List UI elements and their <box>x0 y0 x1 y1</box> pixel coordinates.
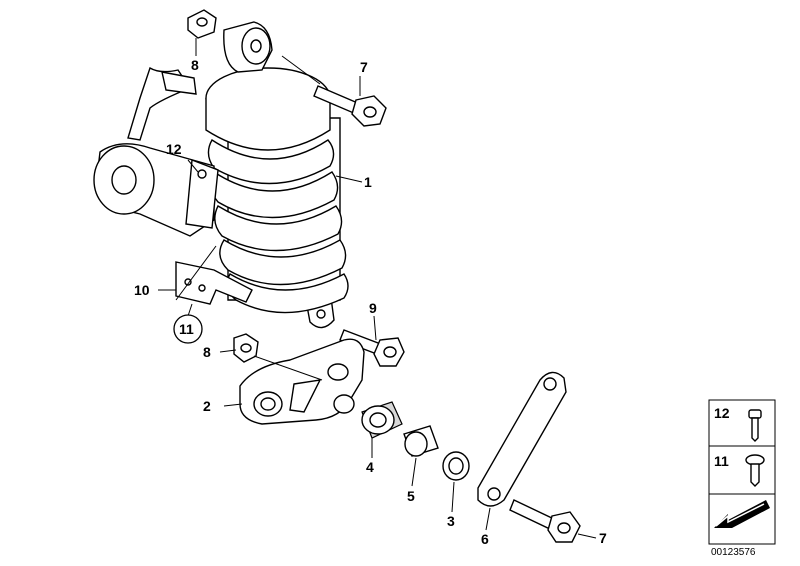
link-rod <box>477 371 567 507</box>
callout-8-top: 8 <box>191 57 199 73</box>
needle-bearing <box>361 401 403 439</box>
callout-7-bottom: 7 <box>599 530 607 546</box>
preload-adjuster <box>93 66 219 237</box>
callout-6: 6 <box>481 531 489 547</box>
callout-5: 5 <box>407 488 415 504</box>
bolt-top <box>313 85 387 127</box>
callout-12: 12 <box>166 141 182 157</box>
legend-box: 12 11 <box>708 399 776 545</box>
direction-arrow-icon <box>714 500 770 528</box>
callout-11-circle <box>173 314 203 344</box>
callout-11: 11 <box>179 321 194 337</box>
callout-8-mid: 8 <box>203 344 211 360</box>
nut-mid <box>233 333 259 363</box>
bracket <box>175 261 253 305</box>
bolt-bottom <box>509 499 581 543</box>
callout-4: 4 <box>366 459 374 475</box>
shock-absorber <box>205 67 349 329</box>
spacer-sleeve <box>403 425 439 457</box>
screw-icon <box>748 409 762 442</box>
upper-mount-bushing <box>223 21 273 73</box>
legend-item-12-label: 12 <box>714 405 730 421</box>
bolt-icon <box>745 454 765 487</box>
callout-3: 3 <box>447 513 455 529</box>
callout-9: 9 <box>369 300 377 316</box>
legend-item-11-label: 11 <box>714 453 729 469</box>
callout-2: 2 <box>203 398 211 414</box>
rocker-lever <box>239 338 365 425</box>
callout-10: 10 <box>134 282 150 298</box>
callout-7-top: 7 <box>360 59 368 75</box>
reference-code: 00123576 <box>711 547 756 558</box>
bolt-9 <box>339 329 405 367</box>
nut-top <box>187 9 217 39</box>
washer <box>442 451 470 481</box>
callout-1: 1 <box>364 174 372 190</box>
leader-lines <box>158 38 597 539</box>
